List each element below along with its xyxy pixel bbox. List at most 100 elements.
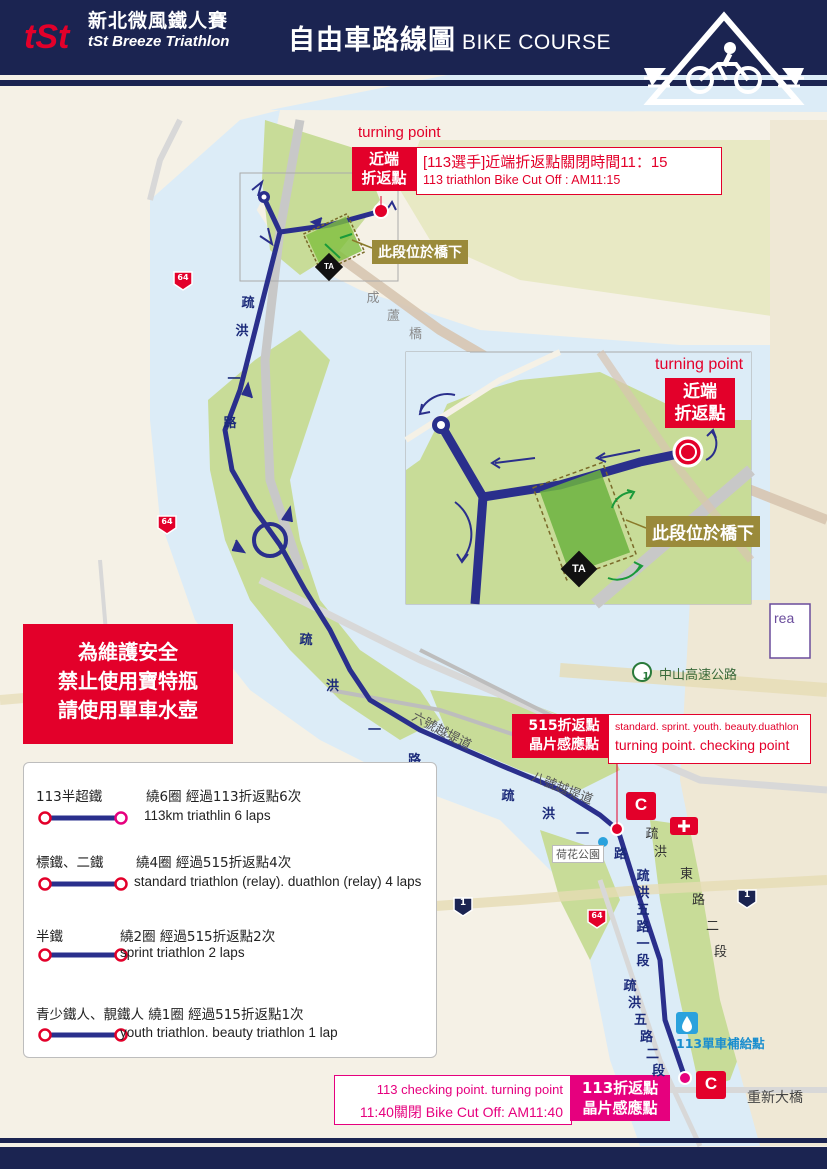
legend-youth-en: youth triathlon. beauty triathlon 1 lap bbox=[120, 1025, 338, 1040]
north-turnpoint-box-line2: 折返點 bbox=[361, 169, 407, 187]
legend-113-desc: 繞6圈 經過113折返點6次 bbox=[146, 789, 302, 805]
north-cutoff-en: 113 triathlon Bike Cut Off : AM11:15 bbox=[423, 173, 621, 187]
road-char: 路 bbox=[636, 920, 650, 935]
route-64-shield-2 bbox=[157, 515, 177, 535]
legend-sprint-desc: 繞2圈 經過515折返點2次 bbox=[120, 929, 276, 945]
route-64-shield-4 bbox=[587, 909, 607, 929]
legend-113-title: 113半超鐵 bbox=[36, 789, 103, 805]
brand-name-zh: 新北微風鐵人賽 bbox=[88, 10, 229, 32]
road-char: 疏 bbox=[636, 869, 650, 884]
road-char: 洪 bbox=[235, 324, 249, 339]
chongxin-bridge-label: 重新大橋 bbox=[747, 1090, 803, 1106]
safety-line-2: 禁止使用寶特瓶 bbox=[58, 669, 198, 693]
road-char: 疏 bbox=[501, 789, 515, 804]
safety-line-1: 為維護安全 bbox=[78, 640, 178, 664]
turnpoint-113-box-line1: 113折返點 bbox=[581, 1079, 659, 1097]
hehua-park-label: 荷花公園 bbox=[552, 845, 604, 863]
road-char: 一 bbox=[636, 937, 650, 952]
legend-standard-en: standard triathlon (relay). duathlon (re… bbox=[134, 874, 422, 889]
road-label-sec-5-2: 疏 洪 五 路 二 段 bbox=[622, 978, 665, 1080]
road-char: 一 bbox=[227, 372, 241, 387]
bike-triangle-icon bbox=[643, 11, 805, 105]
freeway-1-shield-a bbox=[453, 897, 473, 917]
inset-turnpoint-box-line1: 近端 bbox=[683, 382, 717, 402]
bridge-char: 成 bbox=[366, 291, 380, 306]
zhongshan-fwy-label: 1 中山高速公路 bbox=[637, 664, 738, 683]
safety-line-3: 請使用單車水壺 bbox=[58, 698, 198, 722]
page-title-en: BIKE COURSE bbox=[462, 31, 612, 54]
route-64-text-4: 64 bbox=[591, 911, 603, 920]
freeway-1-text-a: 1 bbox=[459, 898, 467, 908]
freeway-1-text-b: 1 bbox=[743, 890, 751, 900]
header-bar bbox=[0, 0, 827, 75]
road-label-shuhong-2: 疏 洪 一 路 bbox=[298, 628, 421, 774]
north-turnpoint-box: 近端 折返點 bbox=[352, 147, 416, 191]
turnpoint-515-en-2: turning point. checking point bbox=[615, 737, 790, 753]
page-title: 自由車路線圖 BIKE COURSE bbox=[288, 18, 611, 57]
legend-youth-title: 青少鐵人、靚鐵人 繞1圈 經過515折返點1次 bbox=[36, 1007, 304, 1023]
under-bridge-label: 此段位於橋下 bbox=[372, 240, 468, 264]
road-char: 五 bbox=[634, 1012, 647, 1029]
brand-name-en: tSt Breeze Triathlon bbox=[88, 33, 230, 50]
freeway-1-shield-b bbox=[737, 889, 757, 909]
road-char: 路 bbox=[223, 416, 237, 431]
inset-transition-area-text: TA bbox=[572, 562, 586, 575]
tst-logo-icon: tSt bbox=[24, 18, 71, 56]
zhongshan-fwy-name: 中山高速公路 bbox=[659, 668, 738, 683]
north-turnpoint-box-line1: 近端 bbox=[368, 150, 399, 168]
road-label-shuhong-3: 疏 洪 一 路 bbox=[500, 786, 627, 866]
road-char: 段 bbox=[636, 954, 650, 969]
course-legend: 113半超鐵 繞6圈 經過113折返點6次 113km triathlin 6 … bbox=[23, 762, 437, 1058]
road-label-sec-5-1: 疏 洪 五 路 一 段 bbox=[635, 868, 651, 970]
legend-youth-line bbox=[38, 1028, 128, 1042]
north-cutoff-callout: [113選手]近端折返點關閉時間11：15 113 triathlon Bike… bbox=[416, 147, 722, 195]
legend-sprint-en: sprint triathlon 2 laps bbox=[120, 945, 245, 960]
inset-under-bridge-label: 此段位於橋下 bbox=[646, 516, 760, 547]
turnpoint-515-box-line1: 515折返點 bbox=[528, 718, 600, 734]
road-char: 疏 bbox=[299, 633, 313, 648]
road-label-east-2: 疏 洪 東 路 二 段 bbox=[644, 826, 727, 962]
legend-sprint-line bbox=[38, 948, 128, 962]
north-cutoff-zh: [113選手]近端折返點關閉時間11：15 bbox=[423, 154, 668, 171]
turnpoint-515-en-1: standard. sprint. youth. beauty.duathlon bbox=[615, 721, 799, 733]
legend-113-en: 113km triathlin 6 laps bbox=[144, 808, 271, 823]
road-char: 疏 bbox=[645, 827, 659, 842]
route-64-text-2: 64 bbox=[161, 517, 173, 526]
legend-standard-desc: 繞4圈 經過515折返點4次 bbox=[136, 855, 292, 871]
zhongshan-fwy-number: 1 bbox=[642, 671, 650, 682]
turnpoint-113-en-2: 11:40關閉 Bike Cut Off: AM11:40 bbox=[359, 1104, 563, 1120]
route-64-shield-1 bbox=[173, 271, 193, 291]
road-label-shuhong-1: 疏 洪 一 路 bbox=[223, 290, 256, 438]
route-64-text-1: 64 bbox=[177, 273, 189, 282]
header-stripe bbox=[0, 80, 827, 86]
road-char: 五 bbox=[636, 903, 650, 918]
safety-notice: 為維護安全 禁止使用寶特瓶 請使用單車水壺 bbox=[23, 624, 233, 744]
turnpoint-113-box: 113折返點 晶片感應點 bbox=[570, 1075, 670, 1121]
svg-text:tSt: tSt bbox=[24, 18, 71, 56]
north-turnpoint-label: turning point bbox=[358, 124, 441, 141]
legend-113-line bbox=[38, 811, 128, 825]
freeway-1-shield-c bbox=[632, 662, 652, 682]
legend-sprint-title: 半鐵 bbox=[36, 929, 63, 945]
road-char: 洪 bbox=[628, 996, 642, 1011]
brand-block: 新北微風鐵人賽 tSt Breeze Triathlon bbox=[88, 10, 229, 51]
checkpoint-515-marker: C bbox=[634, 795, 648, 814]
zoom-frame bbox=[239, 172, 399, 282]
road-char: 疏 bbox=[241, 296, 255, 311]
legend-standard-title: 標鐵、二鐵 bbox=[36, 855, 104, 871]
checkpoint-113-marker: C bbox=[704, 1074, 718, 1093]
turnpoint-113-en-1: 113 checking point. turning point bbox=[376, 1082, 563, 1097]
road-char: 疏 bbox=[623, 979, 637, 994]
transition-area-text: TA bbox=[323, 261, 335, 271]
turnpoint-515-box-line2: 晶片感應點 bbox=[529, 737, 599, 753]
page-title-zh: 自由車路線圖 bbox=[288, 25, 456, 56]
inset-turnpoint-box: 近端 折返點 bbox=[665, 378, 735, 428]
turnpoint-113-box-line2: 晶片感應點 bbox=[582, 1099, 658, 1117]
turnpoint-515-box: 515折返點 晶片感應點 bbox=[512, 714, 616, 758]
turnpoint-515-callout: standard. sprint. youth. beauty.duathlon… bbox=[608, 714, 811, 764]
road-char: 洪 bbox=[636, 886, 650, 901]
chenglu-bridge-label: 成 蘆 橋 bbox=[365, 290, 422, 344]
legend-standard-line bbox=[38, 877, 128, 891]
inset-turnpoint-label: turning point bbox=[655, 356, 744, 373]
